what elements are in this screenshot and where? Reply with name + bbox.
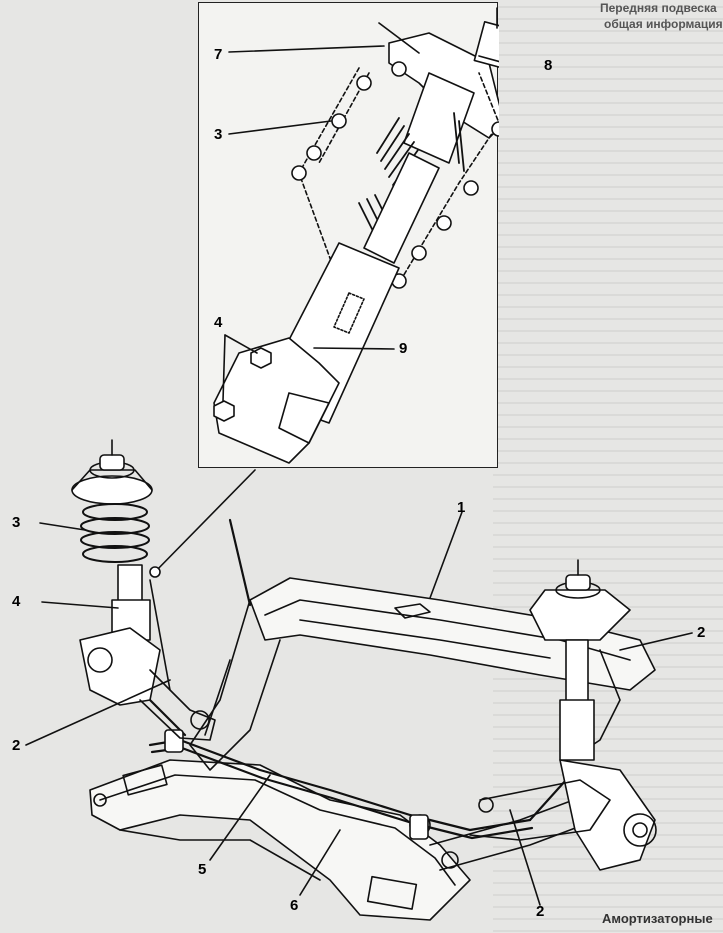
bolt-lower: [213, 400, 235, 422]
callout-5: 5: [198, 861, 207, 878]
callout-2-bottom: 2: [536, 903, 545, 920]
callout-3-inset: 3: [214, 126, 223, 143]
leader-4-main: [41, 601, 119, 609]
leader-3-main: [39, 522, 86, 531]
callout-2-left: 2: [12, 737, 21, 754]
left-control-arm: [139, 669, 216, 741]
leader-2-right: [619, 632, 693, 651]
inset-leader-8: [478, 55, 499, 63]
leader-5: [209, 774, 271, 861]
inset-drawing: [213, 7, 499, 464]
callout-8: 8: [544, 57, 553, 74]
tie-rod: [228, 518, 252, 607]
callout-1: 1: [457, 499, 466, 516]
inset-leader-9: [313, 347, 395, 350]
leader-1: [429, 511, 463, 599]
callout-4-main: 4: [12, 593, 21, 610]
callout-2-right: 2: [697, 624, 706, 641]
inset-panel: 7 3 4 9: [198, 2, 499, 468]
inset-leader-line: [151, 469, 256, 576]
section-heading: Передняя подвеска: [600, 1, 717, 15]
shock-label-plate: [333, 292, 365, 334]
inset-leader-7: [228, 45, 385, 53]
leader-6: [299, 829, 341, 896]
right-strut: [529, 559, 657, 871]
leader-2-left: [25, 679, 171, 746]
section-subheading: общая информация: [604, 17, 723, 31]
bracket-window: [278, 392, 330, 444]
callout-6: 6: [290, 897, 299, 914]
callout-7: 7: [214, 46, 223, 63]
callout-9: 9: [399, 340, 408, 357]
left-strut: [71, 439, 171, 706]
inset-leader-3: [228, 120, 332, 135]
callout-3-main: 3: [12, 514, 21, 531]
inset-leader-4b: [222, 334, 226, 402]
leader-2-bottom: [509, 809, 541, 906]
spring-coil-dots: [291, 61, 499, 289]
inset-leader-4a: [224, 334, 258, 354]
callout-4-inset: 4: [214, 314, 223, 331]
bottom-heading: Амортизаторные: [602, 911, 713, 926]
shock-upper-body: [363, 152, 440, 264]
